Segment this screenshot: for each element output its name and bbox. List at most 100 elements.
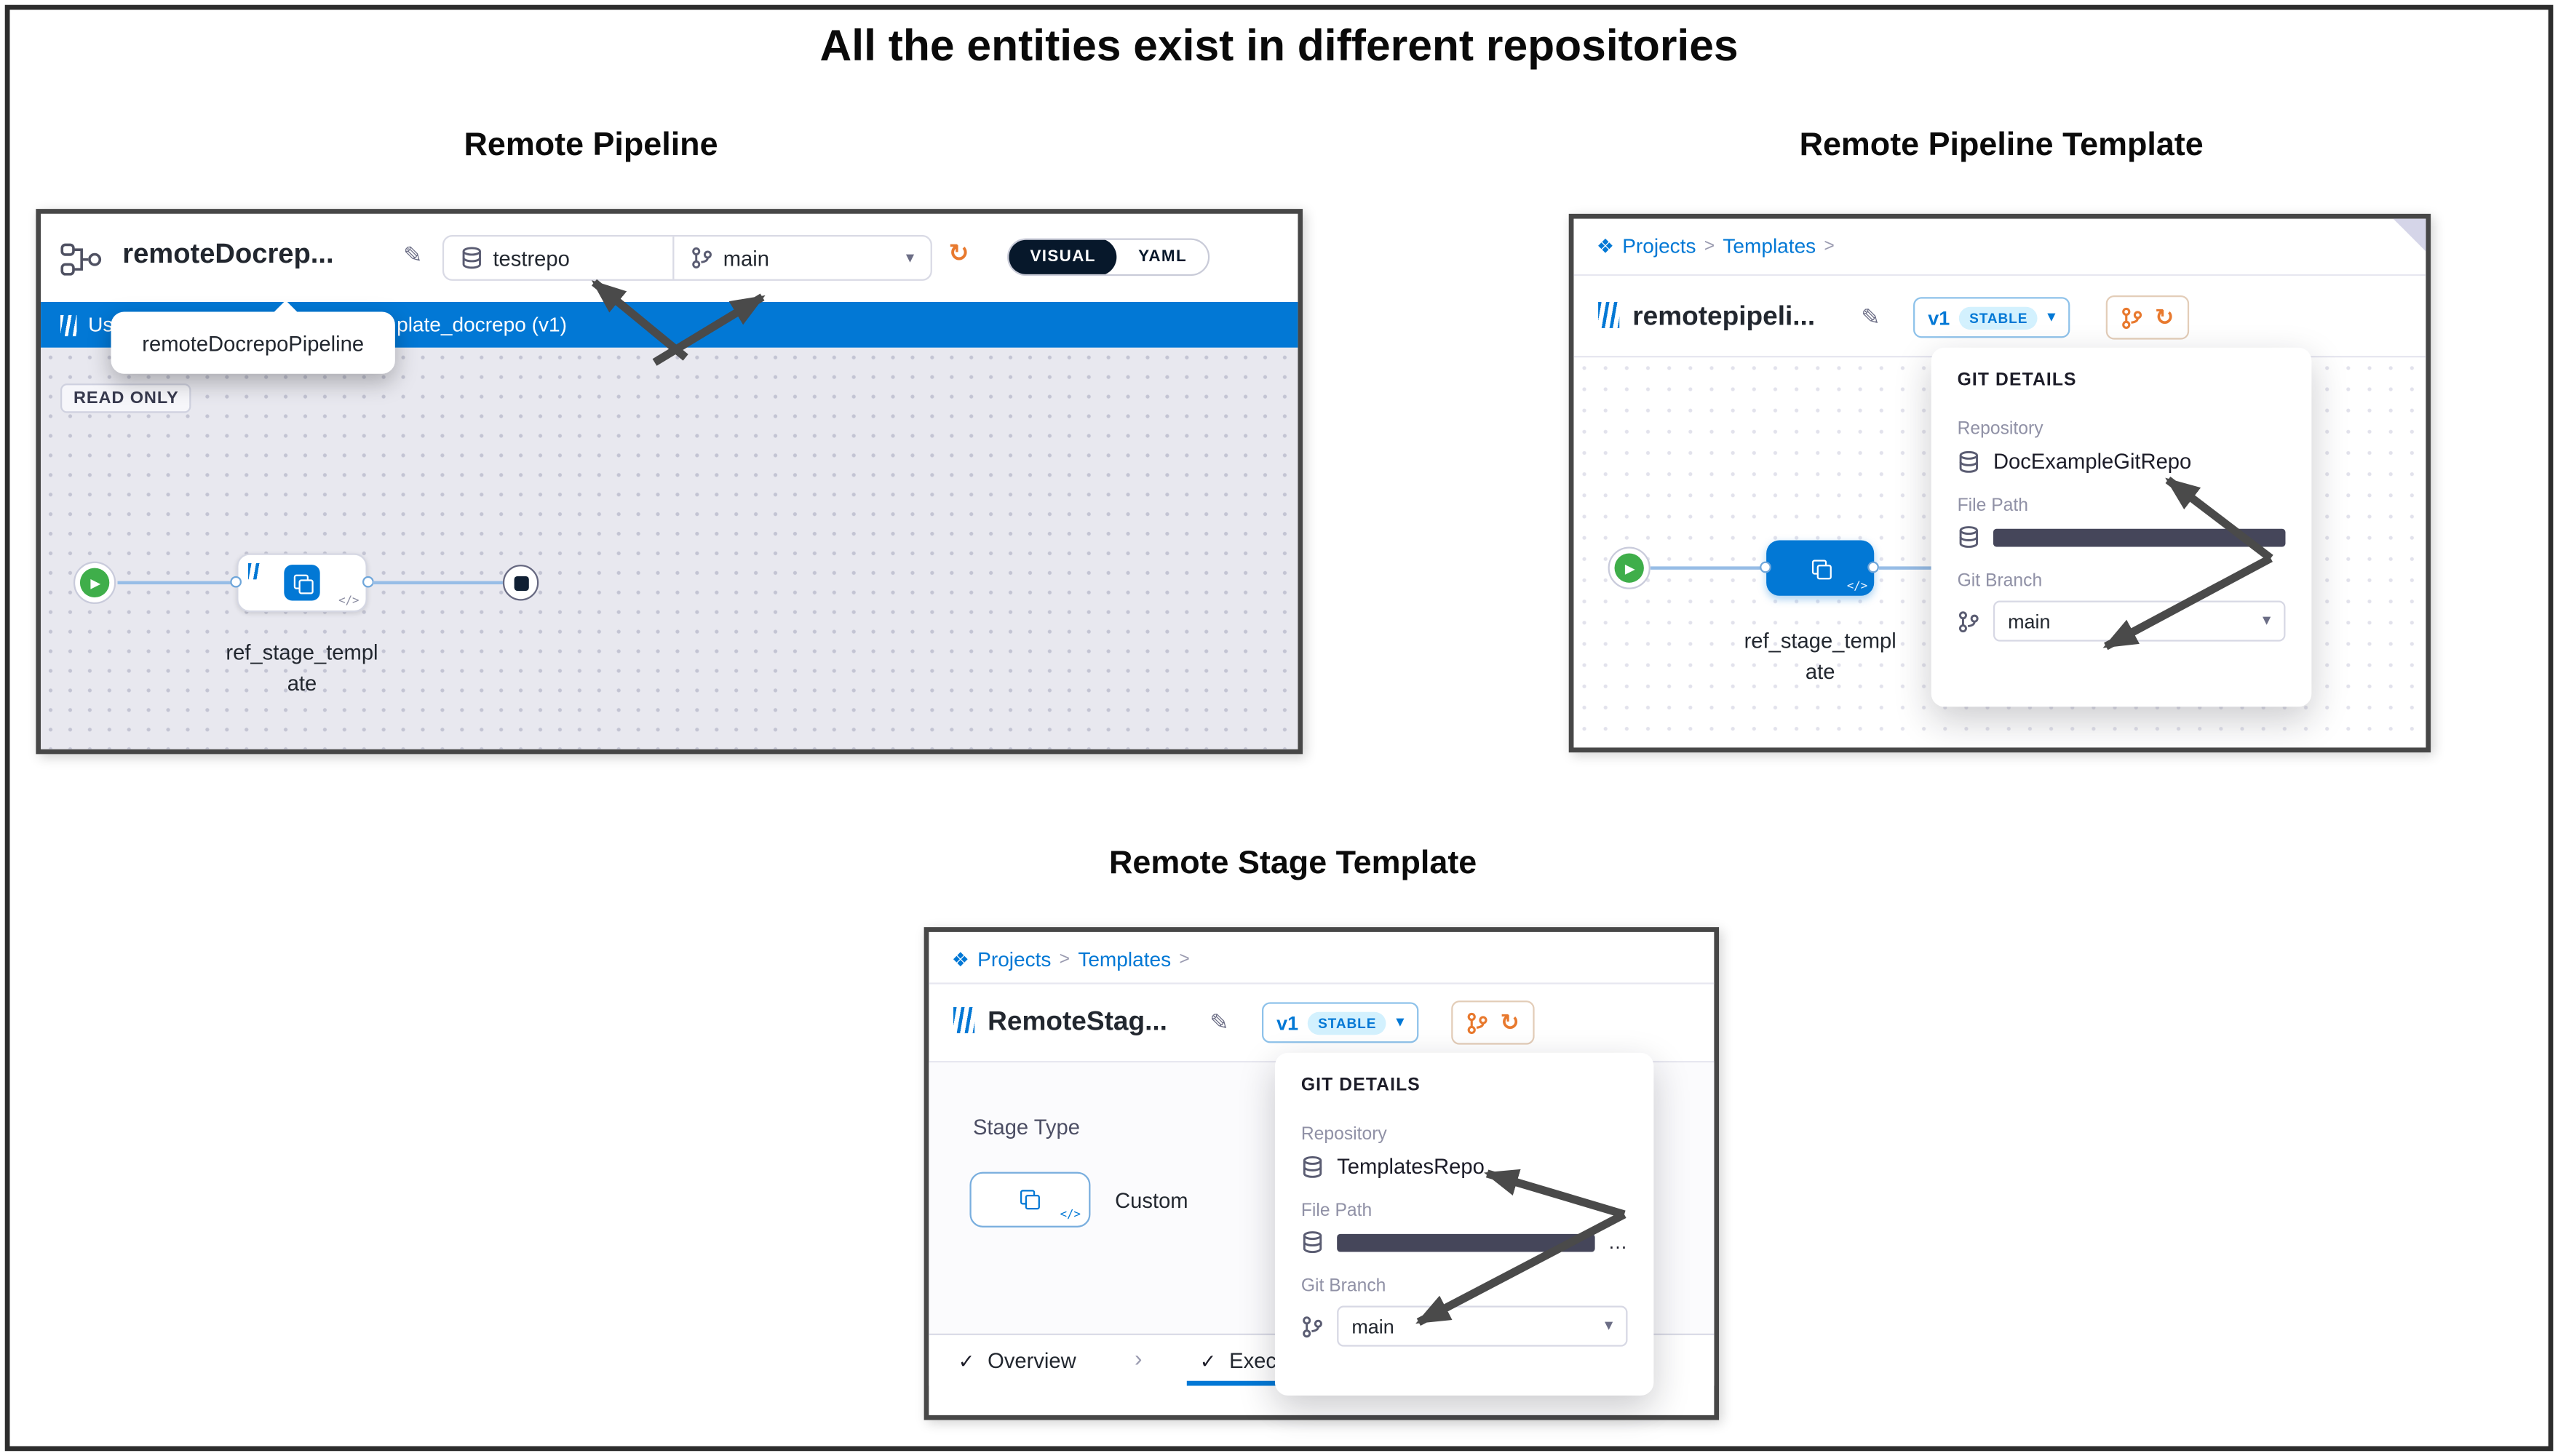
chevron-down-icon: ▾ <box>2263 612 2271 630</box>
git-branch-icon <box>1958 610 1979 632</box>
pipeline-edge <box>1878 566 1931 570</box>
git-details-popover: GIT DETAILS Repository DocExampleGitRepo… <box>1931 347 2312 707</box>
stage-type-icon <box>284 565 320 601</box>
redacted-file-path <box>1993 528 2286 546</box>
breadcrumb-templates[interactable]: Templates <box>1078 948 1172 971</box>
repo-name: testrepo <box>493 245 570 271</box>
check-icon: ✓ <box>958 1350 975 1373</box>
pipeline-icon <box>60 243 102 276</box>
projects-icon: ❖ <box>951 948 969 971</box>
banner-text-suffix: plate_docrepo (v1) <box>397 313 567 337</box>
version-selector[interactable]: v1 STABLE ▾ <box>1261 1002 1419 1043</box>
file-path-ellipsis: … <box>1608 1230 1628 1254</box>
stage-type-label: Stage Type <box>972 1115 1080 1139</box>
stage-node[interactable]: </> <box>1766 540 1875 596</box>
version-label: v1 <box>1276 1011 1299 1035</box>
stable-badge: STABLE <box>1308 1011 1386 1035</box>
branch-select[interactable]: main ▾ <box>1993 600 2286 642</box>
git-sync-refresh-icon[interactable]: ↻ <box>948 239 969 268</box>
code-icon: </> <box>1060 1207 1081 1221</box>
pipeline-name-tooltip: remoteDocrepoPipeline <box>111 300 395 374</box>
pipeline-start-node: ▶ <box>73 561 116 604</box>
banner-text-prefix: Us <box>88 313 114 337</box>
pipeline-toolbar: remoteDocrep... ✎ testrepo <box>41 213 1298 302</box>
breadcrumb-separator: > <box>1179 950 1190 970</box>
repository-icon <box>1959 526 1978 548</box>
repository-label: Repository <box>1300 1124 1387 1145</box>
version-selector[interactable]: v1 STABLE ▾ <box>1913 297 2070 338</box>
repository-label: Repository <box>1957 419 2043 439</box>
remote-pipeline-screenshot: remoteDocrep... ✎ testrepo <box>36 209 1303 755</box>
figure-title: All the entities exist in different repo… <box>819 21 1739 71</box>
branch-select[interactable]: main ▾ <box>1337 1305 1628 1347</box>
repository-icon <box>1303 1155 1322 1177</box>
file-path-label: File Path <box>1300 1201 1373 1221</box>
selector-divider <box>672 236 675 279</box>
pipeline-canvas: READ ONLY ▶ </> ref_stage_templ ate <box>41 347 1298 749</box>
tooltip-caret <box>274 300 298 312</box>
branch-value: main <box>2008 609 2051 633</box>
heading-remote-pipeline-template: Remote Pipeline Template <box>1799 127 2204 164</box>
connector-port <box>230 576 242 588</box>
branch-name: main <box>723 245 769 271</box>
branch-selector[interactable]: main ▾ <box>674 236 930 279</box>
repository-icon <box>1959 450 1978 472</box>
template-name: remotepipeli... <box>1632 301 1816 332</box>
git-sync-refresh-icon[interactable]: ↻ <box>2155 303 2174 330</box>
stage-node[interactable]: </> <box>237 553 368 613</box>
pipeline-edge <box>1650 566 1763 570</box>
tab-execution[interactable]: Exec <box>1229 1348 1276 1373</box>
stage-node-label: ref_stage_templ ate <box>1744 628 1896 684</box>
custom-stage-button[interactable]: </> <box>969 1171 1091 1228</box>
pipeline-edge <box>372 581 503 585</box>
git-branch-icon <box>692 247 712 268</box>
connector-port <box>1867 561 1879 573</box>
custom-stage-text: Custom <box>1115 1188 1188 1213</box>
git-sync-refresh-icon[interactable]: ↻ <box>1500 1009 1520 1035</box>
edit-template-name-icon[interactable]: ✎ <box>1861 303 1880 330</box>
play-icon: ▶ <box>1614 553 1644 583</box>
remote-stage-template-screenshot: ❖ Projects > Templates > RemoteStag... ✎… <box>923 927 1720 1420</box>
yaml-tab[interactable]: YAML <box>1138 247 1188 266</box>
breadcrumb-templates[interactable]: Templates <box>1723 235 1816 258</box>
pipeline-start-node: ▶ <box>1608 546 1651 589</box>
file-path-label: File Path <box>1957 496 2029 516</box>
stage-template-icon <box>247 562 261 580</box>
breadcrumb: ❖ Projects > Templates > <box>1597 235 1835 258</box>
template-library-icon <box>60 314 77 337</box>
corner-fold <box>2393 218 2426 252</box>
version-label: v1 <box>1928 306 1950 330</box>
git-details-title: GIT DETAILS <box>1300 1075 1421 1096</box>
visual-yaml-toggle: VISUAL YAML <box>1007 238 1210 277</box>
edit-pipeline-name-icon[interactable]: ✎ <box>403 241 423 268</box>
git-branch-icon[interactable] <box>2121 306 2143 329</box>
git-details-title: GIT DETAILS <box>1957 370 2077 391</box>
git-context-selector: testrepo main ▾ <box>442 235 932 281</box>
chevron-down-icon: ▾ <box>2047 308 2056 327</box>
heading-remote-stage-template: Remote Stage Template <box>1108 845 1477 882</box>
tab-overview[interactable]: Overview <box>988 1348 1076 1373</box>
git-details-popover: GIT DETAILS Repository TemplatesRepo Fil… <box>1274 1052 1654 1396</box>
play-icon: ▶ <box>79 568 110 598</box>
breadcrumb-separator: > <box>1059 950 1071 970</box>
remote-pipeline-template-screenshot: ❖ Projects > Templates > remotepipeli...… <box>1568 213 2431 753</box>
repository-value: TemplatesRepo <box>1337 1153 1485 1179</box>
repo-selector[interactable]: testrepo <box>444 236 672 279</box>
projects-icon: ❖ <box>1596 235 1614 258</box>
pipeline-edge <box>117 581 236 585</box>
chevron-down-icon: ▾ <box>1604 1317 1613 1335</box>
git-branch-icon[interactable] <box>1466 1011 1488 1034</box>
edit-template-name-icon[interactable]: ✎ <box>1210 1009 1229 1035</box>
visual-tab[interactable]: VISUAL <box>1009 239 1117 274</box>
branch-value: main <box>1351 1314 1394 1338</box>
check-icon: ✓ <box>1199 1350 1217 1373</box>
breadcrumb-projects[interactable]: Projects <box>977 948 1052 971</box>
template-library-icon <box>953 1007 975 1033</box>
stop-icon <box>513 575 528 590</box>
git-branch-icon <box>1303 1316 1322 1337</box>
breadcrumb-projects[interactable]: Projects <box>1622 235 1696 258</box>
template-library-icon <box>1598 301 1620 328</box>
heading-remote-pipeline: Remote Pipeline <box>464 127 718 164</box>
